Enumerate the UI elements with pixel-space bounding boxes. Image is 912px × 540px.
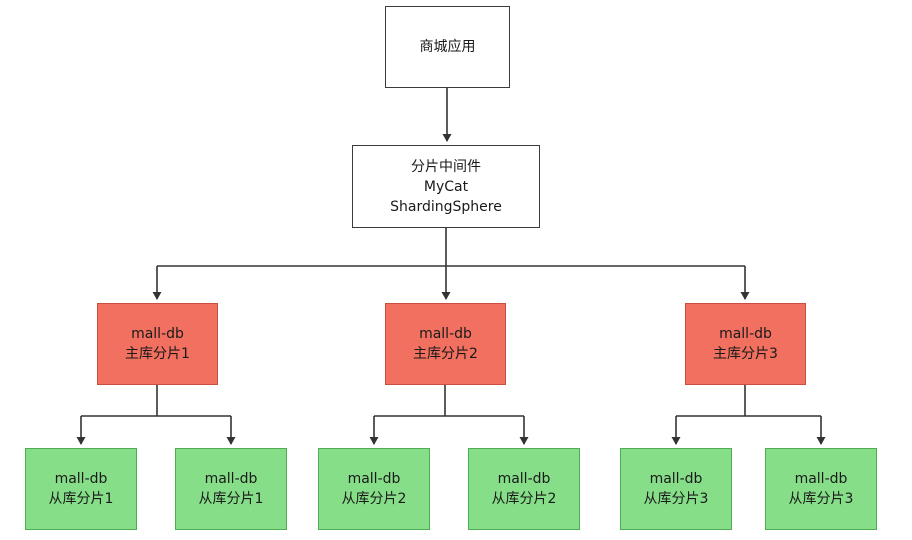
node-mall-application: 商城应用 bbox=[385, 6, 510, 88]
node-slave-shard-2b: mall-db 从库分片2 bbox=[468, 448, 580, 530]
node-label-line: mall-db bbox=[794, 471, 848, 487]
node-label-line: 从库分片3 bbox=[643, 491, 709, 507]
node-slave-shard-1b: mall-db 从库分片1 bbox=[175, 448, 287, 530]
node-label-line: 从库分片1 bbox=[198, 491, 264, 507]
node-slave-shard-2a: mall-db 从库分片2 bbox=[318, 448, 430, 530]
node-label-line: ShardingSphere bbox=[390, 198, 502, 215]
node-label-line: MyCat bbox=[423, 178, 469, 195]
node-label-line: mall-db bbox=[54, 471, 108, 487]
node-sharding-middleware: 分片中间件 MyCat ShardingSphere bbox=[352, 145, 540, 228]
node-label-line: mall-db bbox=[347, 471, 401, 487]
node-label-line: 主库分片3 bbox=[713, 346, 778, 362]
node-label-line: 从库分片2 bbox=[491, 491, 557, 507]
node-label-line: mall-db bbox=[419, 326, 472, 342]
node-slave-shard-3b: mall-db 从库分片3 bbox=[765, 448, 877, 530]
node-master-shard-3: mall-db 主库分片3 bbox=[685, 303, 806, 385]
node-label-line: mall-db bbox=[131, 326, 184, 342]
node-master-shard-2: mall-db 主库分片2 bbox=[385, 303, 506, 385]
node-master-shard-1: mall-db 主库分片1 bbox=[97, 303, 218, 385]
node-label: 商城应用 bbox=[419, 39, 476, 55]
node-label-line: mall-db bbox=[204, 471, 258, 487]
node-label-line: mall-db bbox=[649, 471, 703, 487]
node-label-line: mall-db bbox=[497, 471, 551, 487]
node-slave-shard-1a: mall-db 从库分片1 bbox=[25, 448, 137, 530]
node-label-line: 主库分片2 bbox=[413, 346, 478, 362]
node-slave-shard-3a: mall-db 从库分片3 bbox=[620, 448, 732, 530]
node-label-line: 分片中间件 bbox=[411, 158, 481, 175]
node-label-line: 主库分片1 bbox=[125, 346, 190, 362]
node-label-line: 从库分片2 bbox=[341, 491, 407, 507]
node-label-line: 从库分片1 bbox=[48, 491, 114, 507]
node-label-line: 从库分片3 bbox=[788, 491, 854, 507]
node-label-line: mall-db bbox=[719, 326, 772, 342]
